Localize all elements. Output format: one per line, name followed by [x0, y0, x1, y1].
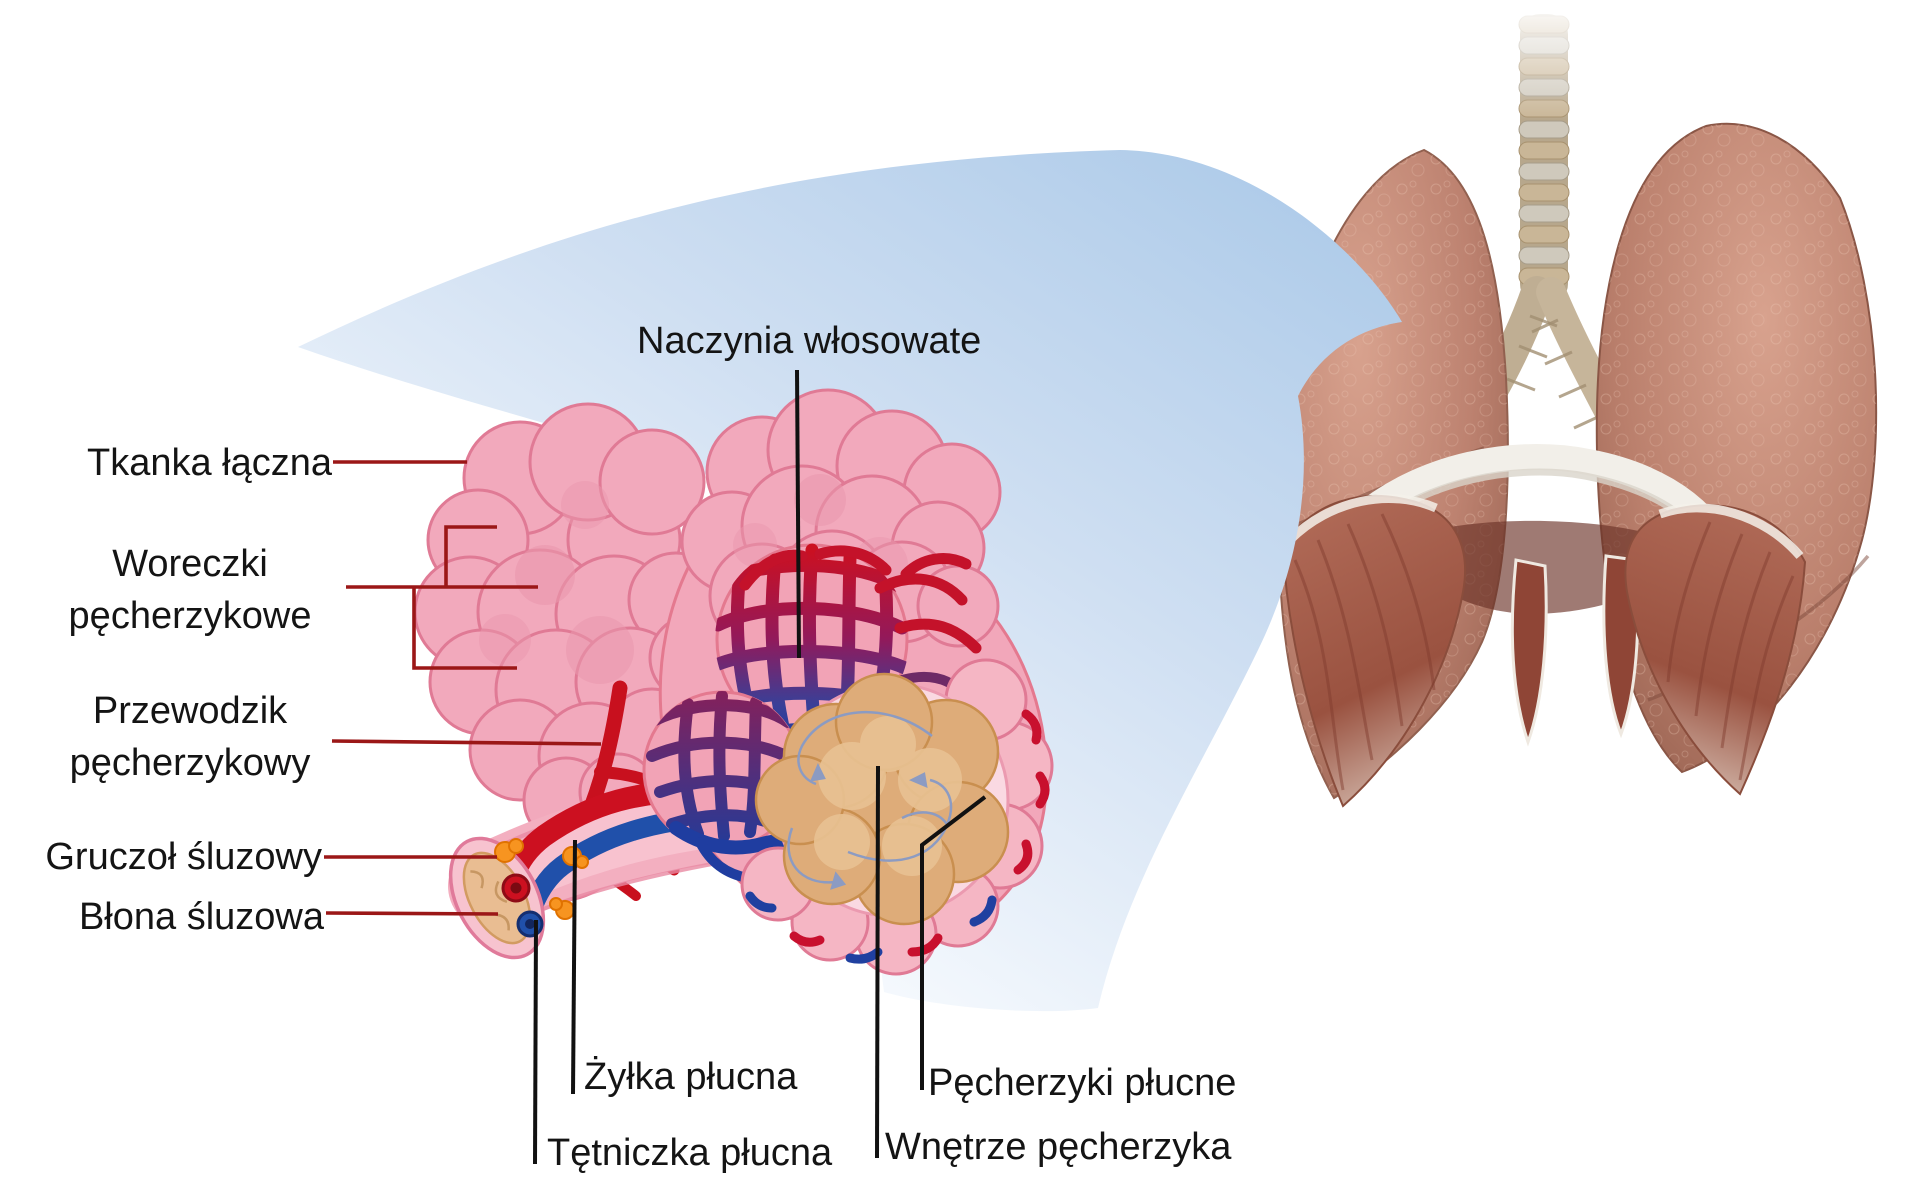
label-wnetrze-pecherzyka: Wnętrze pęcherzyka	[885, 1126, 1232, 1168]
leader-wnetrze-pecherzyka	[875, 765, 880, 1159]
label-pecherzyki-plucne: Pęcherzyki płucne	[928, 1062, 1237, 1104]
lungs-3d-illustration	[1277, 0, 1878, 808]
leader-przewodzik-pecherzykowy	[331, 739, 602, 746]
label-tetniczka-plucna: Tętniczka płucna	[547, 1132, 833, 1174]
leader-lines-black	[533, 369, 987, 1165]
label-blona-sluzowa: Błona śluzowa	[78, 896, 324, 938]
label-tkanka-laczna: Tkanka łączna	[86, 442, 332, 484]
label-zylka-plucna: Żyłka płucna	[584, 1056, 798, 1098]
diaphragm-crus-left	[1510, 558, 1548, 747]
leader-zylka-plucna	[571, 839, 577, 1095]
leader-naczynia-wlosowate	[795, 369, 801, 659]
leader-lines-red	[324, 460, 602, 916]
label-woreczki-pecherzykowe: Woreczki pęcherzykowe	[68, 543, 312, 637]
diaphragm-left-wing	[1281, 495, 1467, 808]
leader-tetniczka-plucna	[533, 919, 538, 1165]
diaphragm	[1281, 444, 1807, 808]
opened-alveolus	[740, 658, 1054, 976]
label-naczynia-wlosowate: Naczynia włosowate	[637, 320, 982, 362]
label-gruczol-sluzowy: Gruczoł śluzowy	[45, 836, 322, 878]
leader-woreczki-pecherzykowe	[346, 525, 538, 670]
diaphragm-right-wing	[1624, 504, 1807, 796]
label-przewodzik-pecherzykowy: Przewodzik pęcherzykowy	[69, 690, 311, 784]
alveoli-illustration	[413, 388, 1054, 976]
leader-pecherzyki-plucne	[920, 795, 987, 1090]
leader-blona-sluzowa	[325, 911, 499, 916]
